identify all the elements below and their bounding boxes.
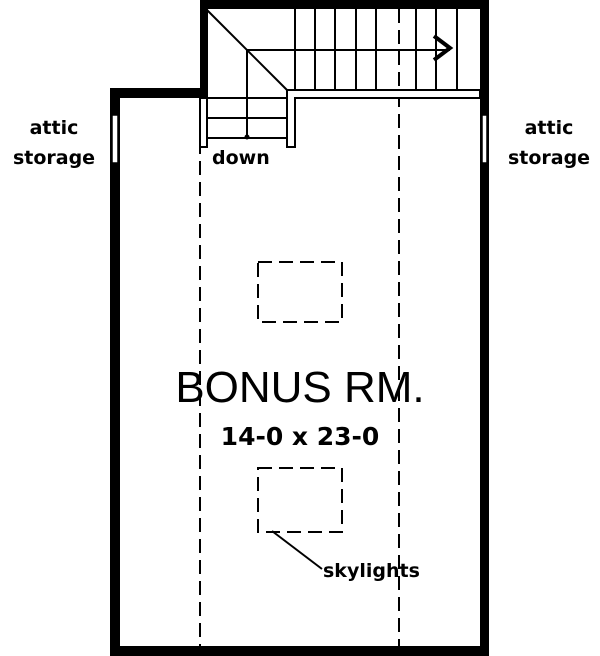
skylight-2 <box>257 467 343 533</box>
top-stair-wall <box>200 0 488 9</box>
right-attic-label-line1: attic <box>525 117 574 139</box>
right-window <box>481 114 488 164</box>
skylights-label: skylights <box>323 560 420 582</box>
right-wall <box>480 0 489 656</box>
room-name: BONUS RM. <box>175 363 424 412</box>
stair-arrow-icon <box>432 34 454 62</box>
stair-left-wall <box>200 0 208 98</box>
left-window <box>111 114 119 164</box>
left-attic-label-line2: storage <box>13 147 95 169</box>
upper-left-wall <box>110 88 208 98</box>
stair-landing-wall <box>286 89 481 148</box>
room-dimensions: 14-0 x 23-0 <box>221 422 380 451</box>
right-attic-label-line2: storage <box>508 147 590 169</box>
stair-rail <box>199 97 208 148</box>
bottom-wall <box>110 646 489 656</box>
skylight-leader-line <box>271 530 323 570</box>
left-attic-label-line1: attic <box>30 117 79 139</box>
exterior-walls <box>110 0 489 656</box>
left-wall <box>110 88 120 656</box>
skylight-1 <box>257 261 343 323</box>
stair-treads <box>206 9 458 139</box>
stair-start-dot <box>244 134 250 140</box>
staircase[interactable] <box>199 9 481 148</box>
stair-down-label: down <box>212 147 270 169</box>
